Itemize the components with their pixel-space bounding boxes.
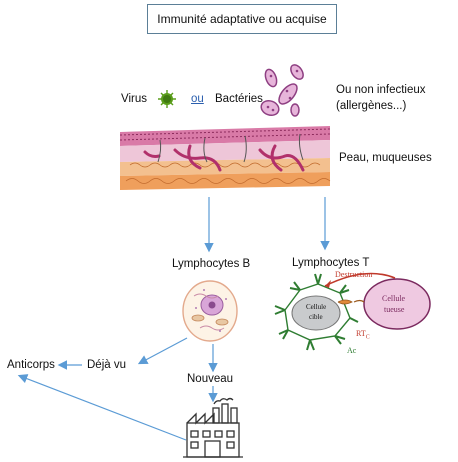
flow-arrows — [17, 197, 330, 441]
bacteria-icon — [260, 64, 304, 117]
antibody-label: Ac — [347, 346, 357, 355]
nouveau-label: Nouveau — [187, 373, 234, 385]
t-cell-diagram — [274, 272, 431, 351]
target-cell-label-1: Cellule — [306, 303, 327, 311]
antibody-spikes — [274, 273, 359, 351]
deja-vu-label: Déjà vu — [87, 359, 126, 371]
b-lymphocyte-cell-illustration — [182, 280, 238, 342]
lymphocytes-b-label: Lymphocytes B — [172, 258, 251, 270]
bacteria-label: Bactéries — [215, 93, 263, 105]
barrier-label: Peau, muqueuses — [339, 152, 432, 164]
destruction-label: Destruction — [335, 270, 373, 279]
skin-layers-illustration — [119, 126, 331, 190]
non-infectious-label: Ou non infectieux — [336, 84, 426, 96]
virus-icon — [158, 90, 176, 108]
allergens-label: (allergènes...) — [336, 100, 407, 112]
diagram-title: Immunité adaptative ou acquise — [157, 12, 327, 26]
lymphocytes-t-label: Lymphocytes T — [292, 257, 370, 269]
destruction-arrow — [324, 272, 396, 287]
killer-cell-label-1: Cellule — [382, 294, 406, 303]
arrow-to-deja-vu — [137, 337, 188, 365]
tcr-label: RTC — [356, 329, 370, 341]
anticorps-label: Anticorps — [7, 359, 55, 371]
target-cell-label-2: cible — [309, 313, 323, 321]
factory-icon — [183, 397, 243, 458]
killer-cell-label-2: tueuse — [384, 305, 405, 314]
diagram-title-box: Immunité adaptative ou acquise — [147, 4, 337, 34]
virus-label: Virus — [121, 93, 147, 105]
arrow-factory-to-anticorps — [17, 374, 187, 441]
or-label: ou — [191, 93, 204, 105]
